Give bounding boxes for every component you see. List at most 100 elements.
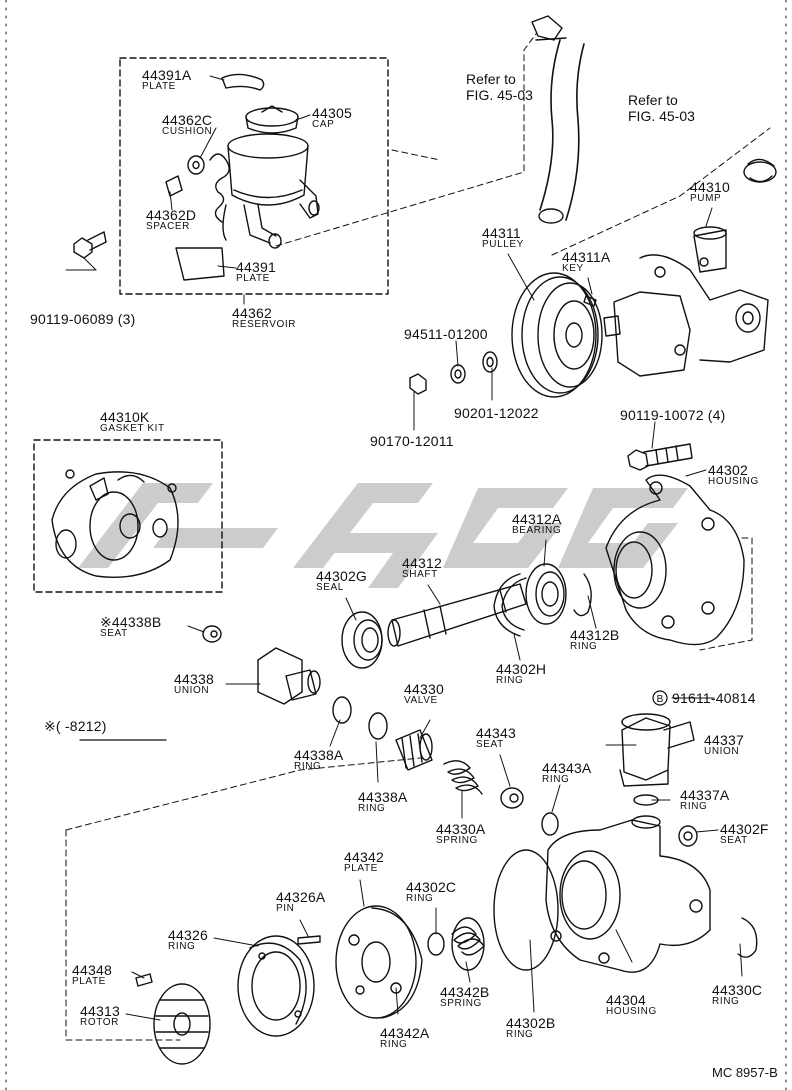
- part-number: 90201-12022: [454, 405, 539, 421]
- bearing-44312a: [525, 563, 567, 625]
- part-number: 44362C: [162, 112, 213, 128]
- part-name: RING: [570, 641, 598, 652]
- part-number: 44302G: [316, 568, 368, 584]
- part-number: 44343A: [542, 760, 592, 776]
- ring-44337a: [633, 794, 659, 806]
- plate-44342: [335, 905, 423, 1019]
- part-name: RESERVOIR: [232, 319, 297, 330]
- part-number: 44312: [402, 555, 442, 571]
- part-number: 44342A: [380, 1025, 430, 1041]
- bolt-90119-10072: [627, 443, 693, 471]
- part-label-94511-01200: 94511-01200: [404, 327, 488, 341]
- part-name: RING: [294, 761, 322, 772]
- spacer-44362d: [165, 175, 183, 197]
- legend-b-marker: [652, 690, 668, 706]
- cam-ring-44326: [237, 935, 315, 1037]
- part-number: 44302H: [496, 661, 547, 677]
- ring-44302h: [493, 573, 527, 637]
- legend-b-letter: B: [657, 694, 664, 705]
- part-number: 44348: [72, 962, 112, 978]
- part-number: 44342: [344, 849, 384, 865]
- ring-44343a: [541, 812, 559, 836]
- part-name: RING: [358, 803, 386, 814]
- part-name: KEY: [562, 263, 584, 274]
- wire-clamp: [209, 153, 230, 223]
- part-name: RING: [506, 1029, 534, 1040]
- pulley-44311: [511, 272, 603, 398]
- spring-44342b: [451, 917, 485, 971]
- part-number: 44312A: [512, 511, 562, 527]
- part-name: PUMP: [690, 193, 722, 204]
- washer-94511: [450, 364, 466, 384]
- part-name: RING: [168, 941, 196, 952]
- valve-44330: [395, 729, 433, 771]
- part-number: 44310: [690, 179, 730, 195]
- seat-44343: [500, 787, 524, 809]
- part-number: 44362: [232, 305, 272, 321]
- part-label-90201-12022: 90201-12022: [454, 406, 539, 420]
- part-name: GASKET KIT: [100, 423, 165, 434]
- part-number: 44338A: [294, 747, 344, 763]
- seal-44302g: [341, 611, 383, 669]
- union-44337: [619, 713, 695, 787]
- part-number: 44342B: [440, 984, 490, 1000]
- part-name: RING: [380, 1039, 408, 1050]
- ring-44302b: [493, 849, 559, 971]
- housing-44302: [605, 474, 745, 646]
- part-name: SHAFT: [402, 569, 438, 580]
- part-name: PLATE: [72, 976, 106, 987]
- plate-44391: [175, 247, 225, 281]
- part-name: CAP: [312, 119, 335, 130]
- part-number: 94511-01200: [404, 326, 488, 342]
- part-name: BEARING: [512, 525, 562, 536]
- part-number: 44326A: [276, 889, 326, 905]
- part-number: 44343: [476, 725, 516, 741]
- ref-fig-b: Refer to FIG. 45-03: [628, 92, 695, 124]
- part-name: RING: [680, 801, 708, 812]
- watermark-logo: [78, 483, 688, 588]
- part-name: SEAT: [720, 835, 748, 846]
- part-number: 90170-12011: [370, 433, 454, 449]
- part-number: 44302: [708, 462, 748, 478]
- part-name: VALVE: [404, 695, 438, 706]
- part-label-90170-12011: 90170-12011: [370, 434, 454, 448]
- part-number: 44326: [168, 927, 208, 943]
- part-number: 44330A: [436, 821, 486, 837]
- part-name: SEAT: [476, 739, 504, 750]
- rotor-44313: [153, 983, 211, 1065]
- bolt-90119-06089: [73, 231, 107, 259]
- part-number: 44391A: [142, 67, 192, 83]
- part-name: SEAT: [100, 628, 128, 639]
- footnote-label: ※( -8212): [44, 718, 107, 734]
- part-number: 44338A: [358, 789, 408, 805]
- part-number: 44302C: [406, 879, 457, 895]
- washer-90201: [482, 351, 498, 373]
- part-number: 44337A: [680, 787, 730, 803]
- ring-44330c: [737, 917, 758, 958]
- part-number: 44310K: [100, 409, 150, 425]
- part-name: HOUSING: [606, 1006, 657, 1017]
- nut-90170: [409, 373, 427, 395]
- ref-fig-a: Refer to FIG. 45-03: [466, 71, 533, 103]
